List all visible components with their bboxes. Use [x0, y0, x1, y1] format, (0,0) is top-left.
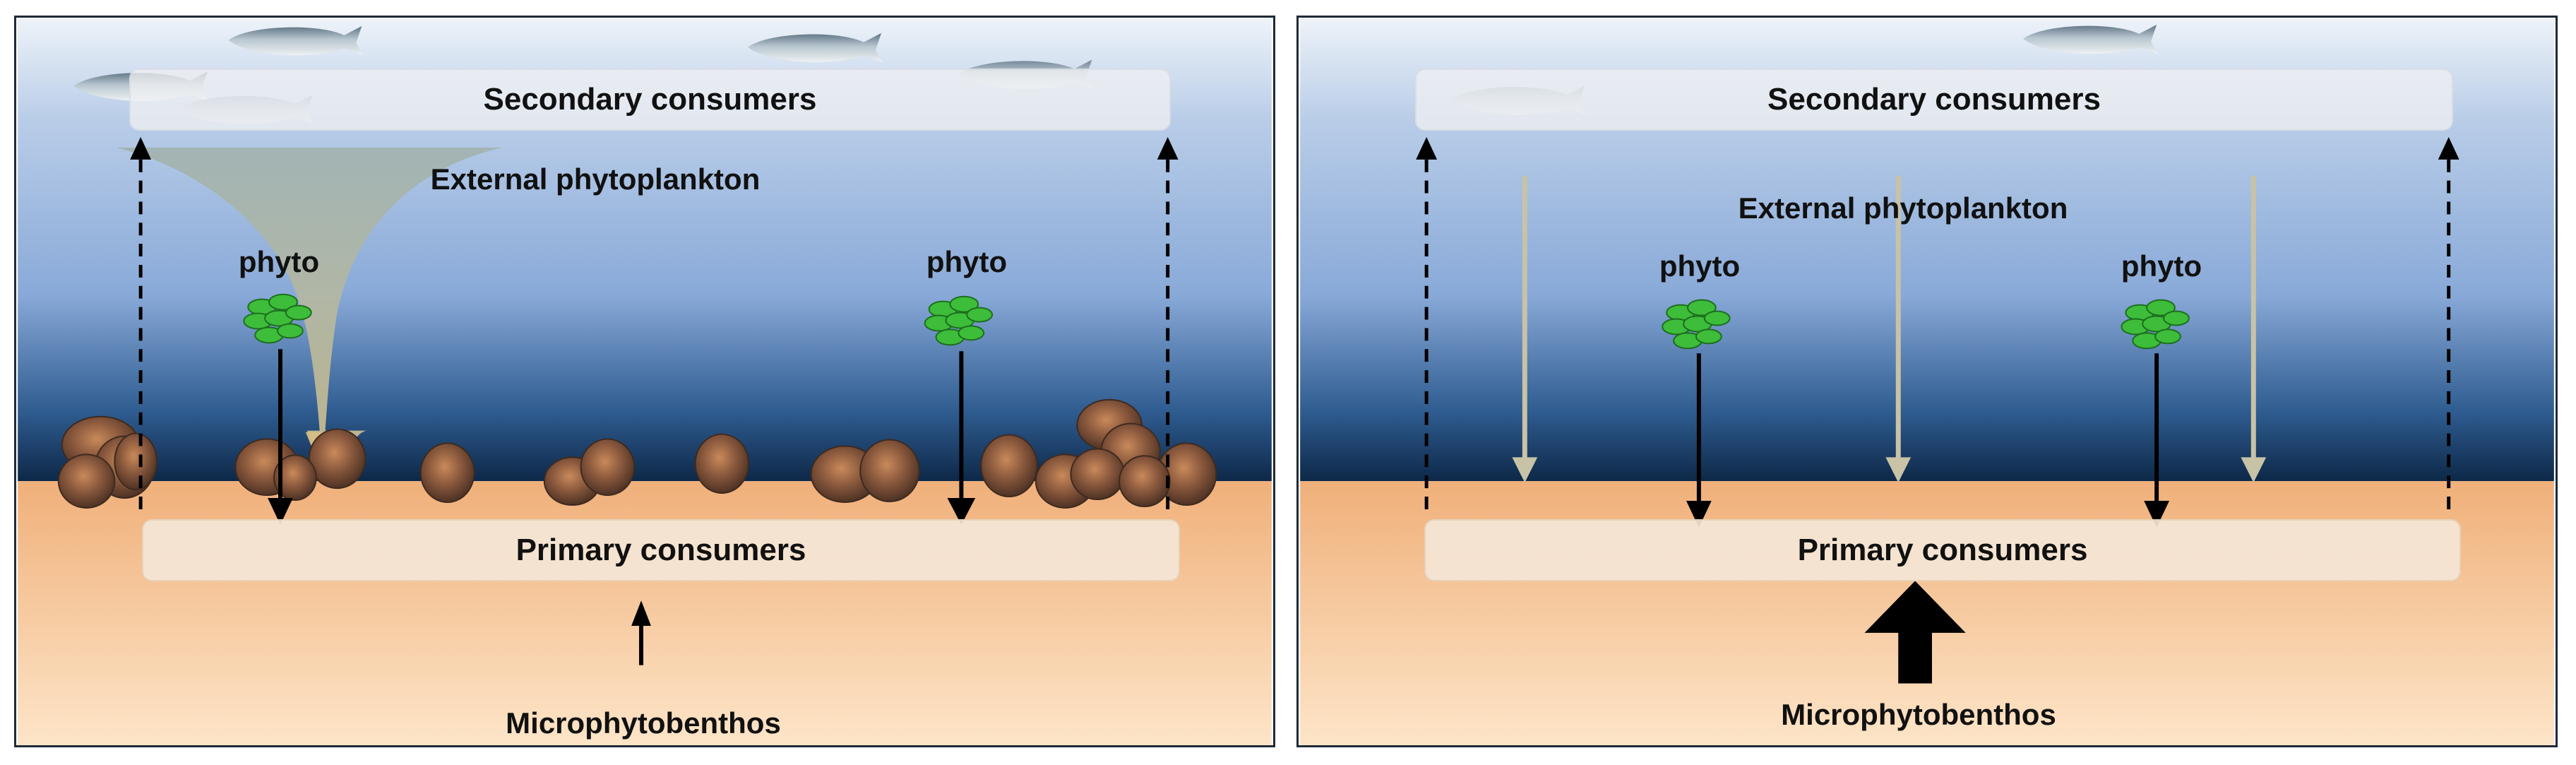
microphytobenthos-label: Microphytobenthos — [1781, 698, 2056, 731]
primary-to-secondary-dashed-arrow — [1157, 137, 1179, 509]
microphytobenthos-arrow-large-head — [1864, 581, 1966, 633]
left-panel: Secondary consumers External phytoplankt… — [14, 16, 1275, 747]
primary-to-secondary-dashed-arrow — [130, 137, 152, 509]
phyto-to-primary-arrow — [947, 351, 976, 525]
external-phytoplankton-arrow — [1885, 175, 1912, 483]
primary-to-secondary-dashed-arrow — [2438, 137, 2459, 509]
phyto-cluster-icon — [924, 295, 994, 346]
right-panel: Secondary consumers External phytoplankt… — [1296, 16, 2558, 747]
phyto-label: phyto — [238, 245, 320, 278]
external-phytoplankton-arrow — [1512, 175, 1538, 483]
microphytobenthos-label: Microphytobenthos — [506, 706, 781, 740]
fish-icon — [228, 25, 364, 56]
fish-icon — [2023, 24, 2159, 54]
primary-consumers-band: Primary consumers — [1424, 519, 2461, 581]
primary-to-secondary-dashed-arrow — [1416, 137, 1438, 509]
external-phytoplankton-arrow — [2241, 175, 2267, 483]
primary-consumers-label: Primary consumers — [1797, 533, 2088, 567]
phyto-cluster-icon — [1662, 299, 1731, 350]
oyster-bed — [57, 398, 1217, 509]
phyto-to-primary-arrow — [268, 349, 293, 525]
primary-consumers-label: Primary consumers — [515, 533, 806, 567]
microphytobenthos-arrow-large — [1898, 628, 1932, 684]
phyto-label: phyto — [1659, 249, 1741, 283]
secondary-consumers-label: Secondary consumers — [483, 82, 817, 117]
external-phytoplankton-label: External phytoplankton — [430, 162, 761, 196]
phyto-cluster-icon — [2121, 299, 2190, 350]
secondary-consumers-band: Secondary consumers — [1415, 69, 2453, 131]
phyto-label: phyto — [2121, 249, 2202, 283]
secondary-consumers-label: Secondary consumers — [1767, 82, 2101, 117]
phyto-cluster-icon — [243, 293, 312, 344]
secondary-consumers-band: Secondary consumers — [129, 69, 1171, 131]
phyto-to-primary-arrow — [2144, 353, 2170, 528]
microphytobenthos-arrow-small — [631, 600, 651, 665]
phyto-label: phyto — [926, 245, 1008, 278]
external-phytoplankton-label: External phytoplankton — [1738, 191, 2068, 225]
primary-consumers-band: Primary consumers — [142, 519, 1180, 581]
phyto-to-primary-arrow — [1686, 353, 1712, 528]
fish-icon — [748, 32, 883, 63]
